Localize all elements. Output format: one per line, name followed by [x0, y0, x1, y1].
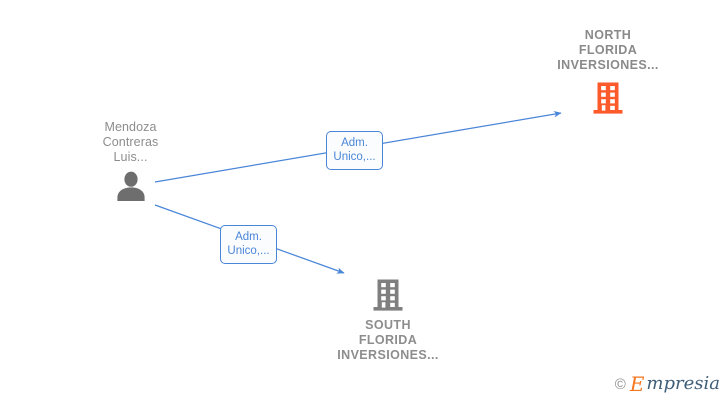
- node-south-florida-label: SOUTH FLORIDA INVERSIONES...: [337, 318, 439, 362]
- brand-initial: E: [629, 372, 645, 396]
- node-south-florida[interactable]: SOUTH FLORIDA INVERSIONES...: [328, 278, 448, 363]
- person-icon[interactable]: [114, 171, 148, 201]
- building-icon[interactable]: [592, 81, 624, 115]
- building-icon[interactable]: [372, 278, 404, 312]
- node-person-label: Mendoza Contreras Luis...: [102, 120, 159, 164]
- copyright-icon: ©: [614, 375, 626, 393]
- empresia-watermark: © E mpresia: [615, 374, 720, 394]
- brand-name: mpresia: [646, 373, 720, 394]
- node-north-florida[interactable]: NORTH FLORIDA INVERSIONES...: [528, 28, 688, 115]
- node-person[interactable]: Mendoza Contreras Luis...: [78, 120, 183, 201]
- node-north-florida-label: NORTH FLORIDA INVERSIONES...: [557, 28, 659, 72]
- edge-label-south[interactable]: Adm. Unico,...: [220, 225, 277, 264]
- edge-label-north[interactable]: Adm. Unico,...: [326, 131, 383, 170]
